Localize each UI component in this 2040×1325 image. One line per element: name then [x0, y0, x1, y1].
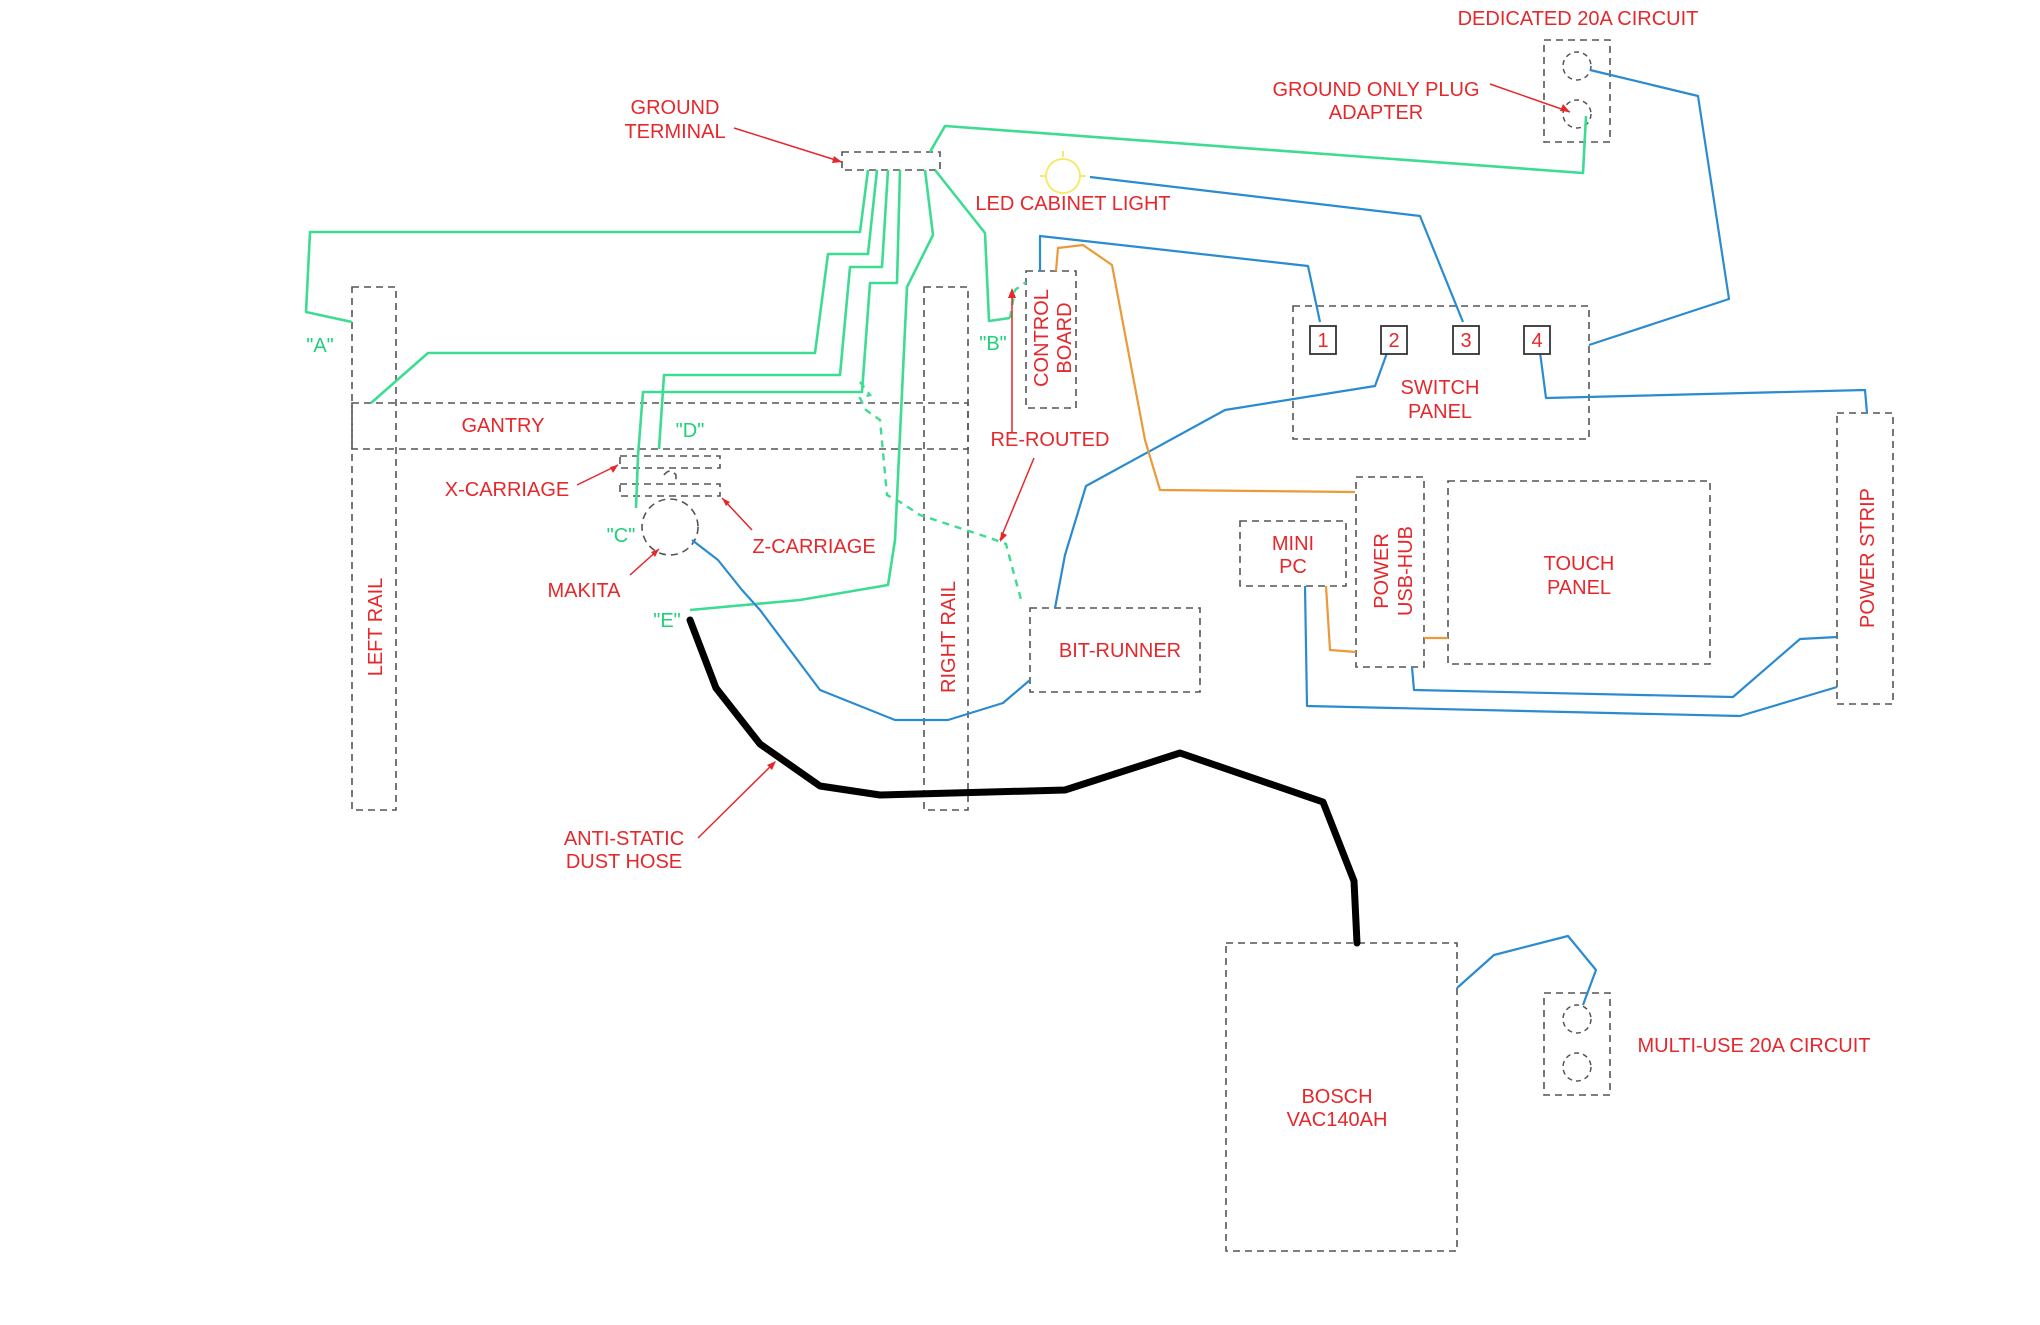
- multi-use-socket-top: [1562, 1004, 1592, 1034]
- switch-panel-label-line2: PANEL: [1408, 401, 1472, 423]
- mini-pc-label-line2: PC: [1279, 556, 1307, 578]
- callout-arrows: [576, 83, 1571, 839]
- multi-use-circuit-label: MULTI-USE 20A CIRCUIT: [1638, 1035, 1871, 1057]
- switch-2: 2: [1380, 325, 1408, 355]
- ground-point-b: "B": [979, 333, 1007, 355]
- x-carriage-label: X-CARRIAGE: [445, 479, 569, 501]
- control-board-label-line2: BOARD: [1054, 302, 1076, 373]
- makita-label: MAKITA: [548, 580, 622, 602]
- svg-text:2: 2: [1388, 330, 1399, 352]
- dedicated-circuit-label: DEDICATED 20A CIRCUIT: [1458, 8, 1699, 30]
- switch-panel: [1292, 305, 1590, 440]
- vacuum-label-line1: BOSCH: [1301, 1086, 1372, 1108]
- mini-pc: [1239, 520, 1347, 587]
- ground-plug-label-line2: ADAPTER: [1329, 102, 1423, 124]
- multi-use-socket-bottom: [1562, 1052, 1592, 1082]
- multi-use-outlet: [1543, 992, 1611, 1096]
- carriage-bracket: [663, 470, 677, 483]
- led-light-label: LED CABINET LIGHT: [975, 193, 1170, 215]
- dedicated-outlet: [1543, 39, 1611, 143]
- bosch-vacuum: [1225, 942, 1458, 1252]
- bit-runner: [1029, 607, 1201, 693]
- switch-panel-label-line1: SWITCH: [1401, 377, 1480, 399]
- vacuum-label-line2: VAC140AH: [1287, 1109, 1388, 1131]
- right-rail: [923, 286, 969, 811]
- z-carriage: [619, 483, 721, 497]
- control-board: [1025, 270, 1077, 409]
- ground-wires: [304, 115, 1588, 612]
- touch-panel: [1447, 480, 1711, 665]
- z-carriage-label: Z-CARRIAGE: [752, 536, 875, 558]
- dust-hose-label-line2: DUST HOSE: [566, 851, 682, 873]
- gantry: [351, 402, 969, 450]
- usb-wires: [1054, 243, 1448, 654]
- switch-1: 1: [1309, 325, 1337, 355]
- power-wires: [691, 68, 1869, 1006]
- right-rail-label: RIGHT RAIL: [938, 581, 960, 693]
- ground-point-d: "D": [676, 420, 705, 442]
- touch-panel-label-line1: TOUCH: [1544, 553, 1615, 575]
- ground-terminal-label-line1: GROUND: [631, 97, 720, 119]
- ground-terminal: [841, 151, 941, 171]
- dedicated-socket-bottom: [1562, 99, 1592, 129]
- touch-panel-label-line2: PANEL: [1547, 577, 1611, 599]
- switch-3: 3: [1452, 325, 1480, 355]
- bit-runner-label: BIT-RUNNER: [1059, 640, 1181, 662]
- ground-point-a: "A": [306, 335, 334, 357]
- power-usb-hub-label-line2: USB-HUB: [1395, 526, 1417, 616]
- power-usb-hub: [1355, 476, 1425, 668]
- ground-point-e: "E": [653, 610, 681, 632]
- left-rail-label: LEFT RAIL: [365, 578, 387, 677]
- power-usb-hub-label-line1: POWER: [1371, 533, 1393, 609]
- ground-point-c: "C": [607, 525, 636, 547]
- x-carriage: [619, 455, 721, 469]
- led-light-icon: [1040, 151, 1086, 194]
- dust-hose: [686, 616, 1361, 947]
- gantry-label: GANTRY: [462, 415, 545, 437]
- re-routed-label: RE-ROUTED: [991, 429, 1110, 451]
- dedicated-socket-top: [1562, 51, 1592, 81]
- ground-plug-label-line1: GROUND ONLY PLUG: [1272, 79, 1479, 101]
- dust-hose-label-line1: ANTI-STATIC: [564, 828, 684, 850]
- svg-text:1: 1: [1317, 330, 1328, 352]
- control-board-label-line1: CONTROL: [1031, 289, 1053, 387]
- svg-text:4: 4: [1531, 330, 1542, 352]
- ground-terminal-label-line2: TERMINAL: [624, 121, 725, 143]
- switch-4: 4: [1523, 325, 1551, 355]
- power-strip-label: POWER STRIP: [1857, 488, 1879, 628]
- mini-pc-label-line1: MINI: [1272, 533, 1314, 555]
- power-strip: [1836, 412, 1894, 705]
- svg-text:3: 3: [1460, 330, 1471, 352]
- left-rail: [351, 286, 397, 811]
- makita-router: [641, 498, 699, 556]
